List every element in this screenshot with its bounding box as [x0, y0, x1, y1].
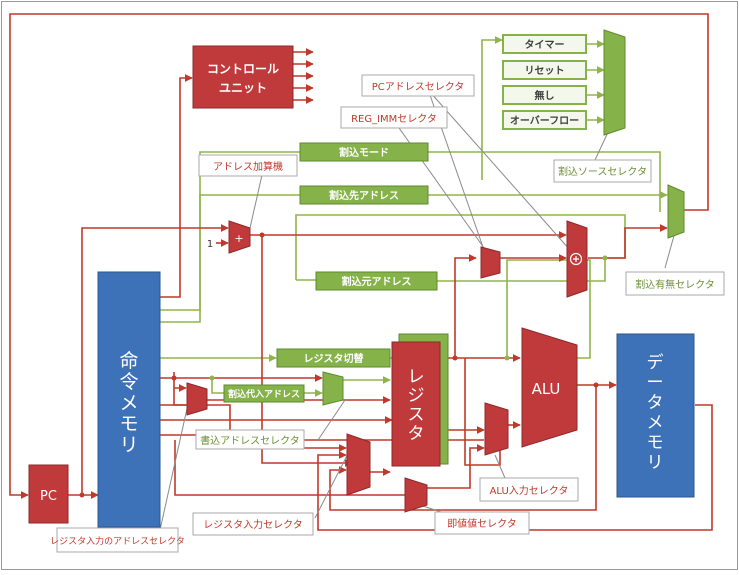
- instr-mem-char-2: 令: [119, 371, 138, 393]
- svg-text:リセット: リセット: [525, 65, 565, 77]
- data-mem-char-2: ー: [647, 373, 664, 393]
- immediate-selector-label: 即値値セレクタ: [434, 511, 530, 535]
- register-input-mux: [346, 433, 371, 496]
- instr-mem-char-3: メ: [119, 392, 138, 414]
- svg-text:レジスタ入力セレクタ: レジスタ入力セレクタ: [203, 518, 303, 531]
- green-boxes: タイマー リセット 無し オーバーフロー 割込モード 割込先アドレス 割込元アド…: [223, 34, 587, 403]
- svg-text:即値値セレクタ: 即値値セレクタ: [447, 517, 517, 530]
- instr-mem-char-5: リ: [119, 434, 138, 456]
- alu-input-mux: [484, 402, 509, 456]
- address-adder-label: アドレス加算機: [198, 154, 298, 177]
- svg-text:書込アドレスセレクタ: 書込アドレスセレクタ: [200, 434, 300, 447]
- svg-text:アドレス加算機: アドレス加算機: [213, 160, 283, 173]
- svg-text:割込先アドレス: 割込先アドレス: [329, 189, 399, 202]
- junction-dots: [79, 232, 599, 498]
- overflow-box: オーバーフロー: [502, 110, 587, 130]
- data-mem-char-5: モ: [647, 433, 664, 453]
- svg-text:無し: 無し: [535, 89, 555, 102]
- register-input-selector-label: レジスタ入力セレクタ: [192, 512, 314, 536]
- green-junction-dots: [209, 255, 608, 381]
- reset-box: リセット: [502, 60, 587, 80]
- data-mem-char-1: デ: [647, 352, 664, 373]
- instruction-memory-block: 命 令 メ モ リ: [97, 271, 161, 528]
- svg-text:割込代入アドレス: 割込代入アドレス: [228, 388, 300, 400]
- interrupt-enable-mux: [667, 184, 685, 239]
- interrupt-sub-address-box: 割込代入アドレス: [223, 384, 305, 403]
- interrupt-adder: [566, 220, 588, 298]
- register-char-3: ス: [408, 405, 425, 425]
- alu-label: ALU: [532, 380, 561, 398]
- register-input-address-selector-label: レジスタ入力のアドレスセレクタ: [50, 527, 185, 553]
- reg-imm-selector-label: REG_IMMセレクタ: [340, 106, 448, 129]
- write-address-selector-label: 書込アドレスセレクタ: [195, 429, 305, 450]
- write-address-mux: [322, 371, 344, 406]
- svg-text:PCアドレスセレクタ: PCアドレスセレクタ: [372, 81, 465, 93]
- svg-text:割込元アドレス: 割込元アドレス: [342, 275, 412, 288]
- control-unit-block: コントロール ユニット: [192, 45, 294, 109]
- svg-text:タイマー: タイマー: [525, 39, 565, 51]
- interrupt-src-address-box: 割込元アドレス: [315, 271, 438, 291]
- alu-input-selector-label: ALU入力セレクタ: [479, 477, 579, 502]
- data-mem-char-4: メ: [647, 413, 664, 433]
- timer-box: タイマー: [502, 34, 587, 54]
- instr-mem-char-1: 命: [119, 350, 138, 372]
- adder-plus-sign: +: [234, 232, 243, 245]
- svg-text:ALU入力セレクタ: ALU入力セレクタ: [490, 484, 569, 497]
- interrupt-source-selector-label: 割込ソースセレクタ: [553, 159, 652, 183]
- adder-constant-one: 1: [207, 239, 213, 250]
- interrupt-mode-box: 割込モード: [299, 142, 429, 162]
- svg-text:レジスタ入力のアドレスセレクタ: レジスタ入力のアドレスセレクタ: [50, 535, 185, 547]
- svg-text:割込ソースセレクタ: 割込ソースセレクタ: [558, 165, 647, 178]
- register-input-address-mux: [186, 382, 208, 416]
- svg-text:割込モード: 割込モード: [339, 146, 389, 159]
- data-memory-block: デ ー タ メ モ リ: [616, 333, 695, 498]
- register-char-4: タ: [408, 424, 425, 444]
- data-mem-char-3: タ: [647, 393, 664, 413]
- control-unit-label-2: ユニット: [219, 81, 267, 95]
- svg-text:割込有無セレクタ: 割込有無セレクタ: [635, 278, 715, 291]
- svg-text:オーバーフロー: オーバーフロー: [510, 115, 579, 127]
- data-mem-char-6: リ: [647, 453, 664, 473]
- reg-imm-mux: [480, 246, 501, 279]
- register-char-1: レ: [408, 367, 425, 387]
- immediate-mux: [404, 477, 428, 513]
- alu-block: ALU: [521, 327, 578, 448]
- callout-labels: PCアドレスセレクタ REG_IMMセレクタ アドレス加算機 割込ソースセレクタ…: [50, 74, 725, 553]
- pc-block: PC: [28, 464, 69, 524]
- interrupt-source-mux: [603, 29, 626, 136]
- control-unit-label-1: コントロール: [207, 62, 279, 76]
- instr-mem-char-4: モ: [119, 413, 138, 435]
- register-block: レ ジ ス タ: [391, 333, 449, 467]
- interrupt-dest-address-box: 割込先アドレス: [299, 185, 429, 205]
- svg-text:レジスタ切替: レジスタ切替: [304, 352, 365, 365]
- pc-label: PC: [40, 489, 57, 504]
- register-switch-box: レジスタ切替: [276, 348, 391, 368]
- pc-address-selector-label: PCアドレスセレクタ: [361, 74, 475, 97]
- none-box: 無し: [502, 85, 587, 105]
- interrupt-enable-selector-label: 割込有無セレクタ: [625, 271, 725, 296]
- register-char-2: ジ: [408, 386, 425, 406]
- green-wires: [160, 36, 668, 397]
- svg-text:REG_IMMセレクタ: REG_IMMセレクタ: [351, 113, 437, 125]
- address-adder: + 1: [207, 220, 251, 254]
